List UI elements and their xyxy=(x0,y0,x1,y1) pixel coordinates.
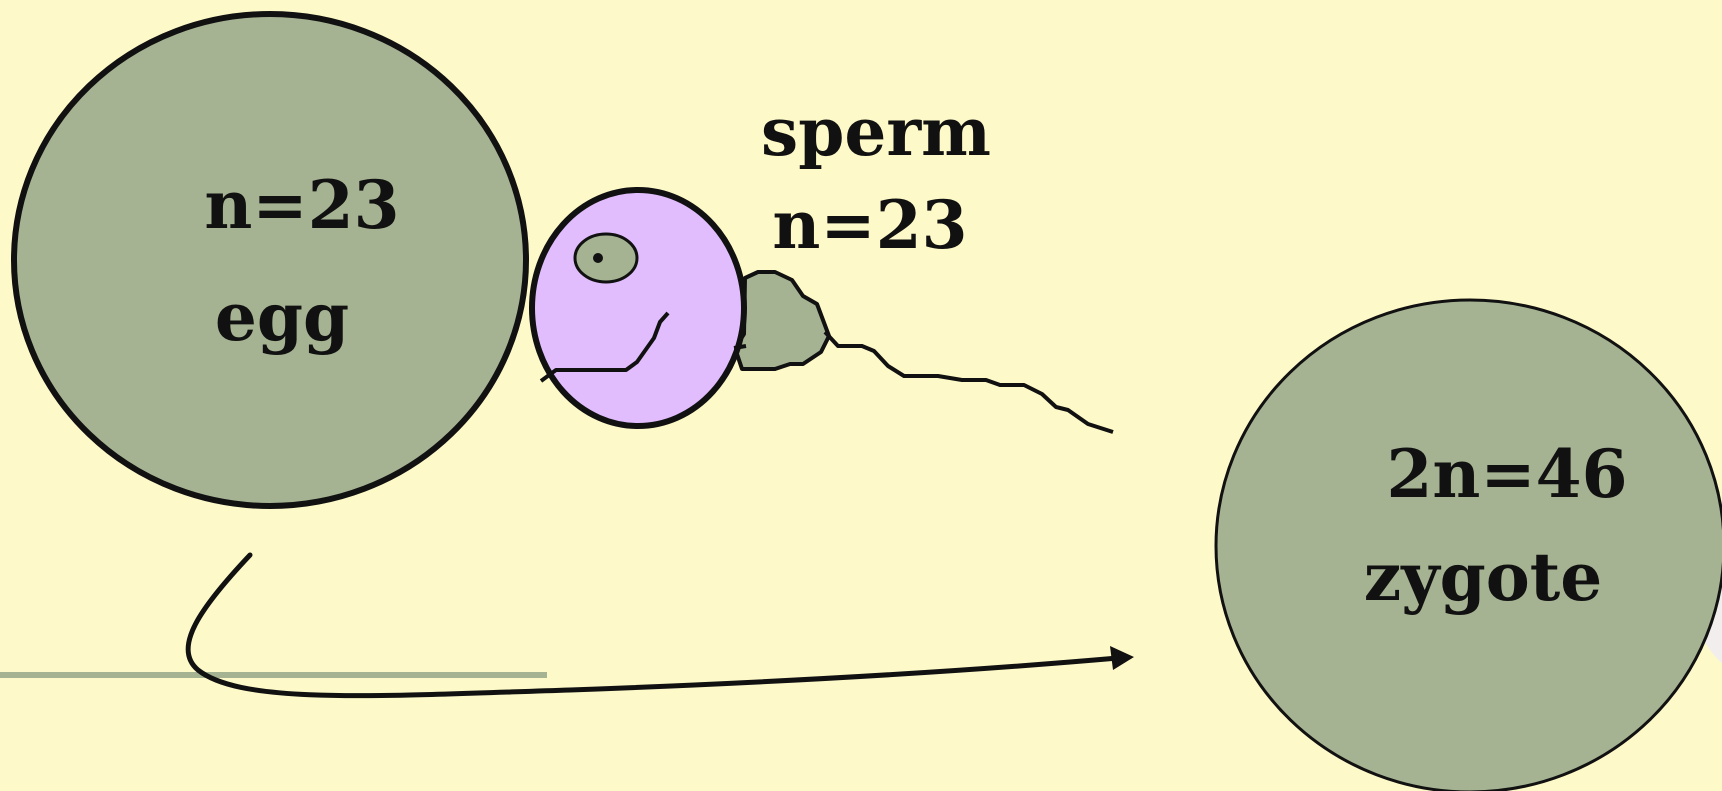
zygote-cell: 2n=46 zygote xyxy=(1216,300,1722,791)
sperm-midpiece xyxy=(735,272,829,369)
sperm-nucleus xyxy=(575,234,637,282)
sperm-head xyxy=(532,190,744,426)
egg-cell: n=23 egg xyxy=(14,14,526,506)
zygote-ploidy-label: 2n=46 xyxy=(1386,435,1627,513)
sperm-cell: sperm n=23 xyxy=(532,93,1113,432)
arrow-head xyxy=(1110,646,1134,670)
egg-name-label: egg xyxy=(215,278,349,356)
sperm-nucleus-dot xyxy=(593,253,603,263)
sperm-tail xyxy=(825,332,1113,432)
zygote-name-label: zygote xyxy=(1364,538,1602,616)
sperm-ploidy-label: n=23 xyxy=(772,186,967,264)
sperm-neck-tick xyxy=(734,346,746,348)
sperm-name-label: sperm xyxy=(761,93,991,171)
egg-ploidy-label: n=23 xyxy=(204,166,399,244)
egg-circle xyxy=(14,14,526,506)
